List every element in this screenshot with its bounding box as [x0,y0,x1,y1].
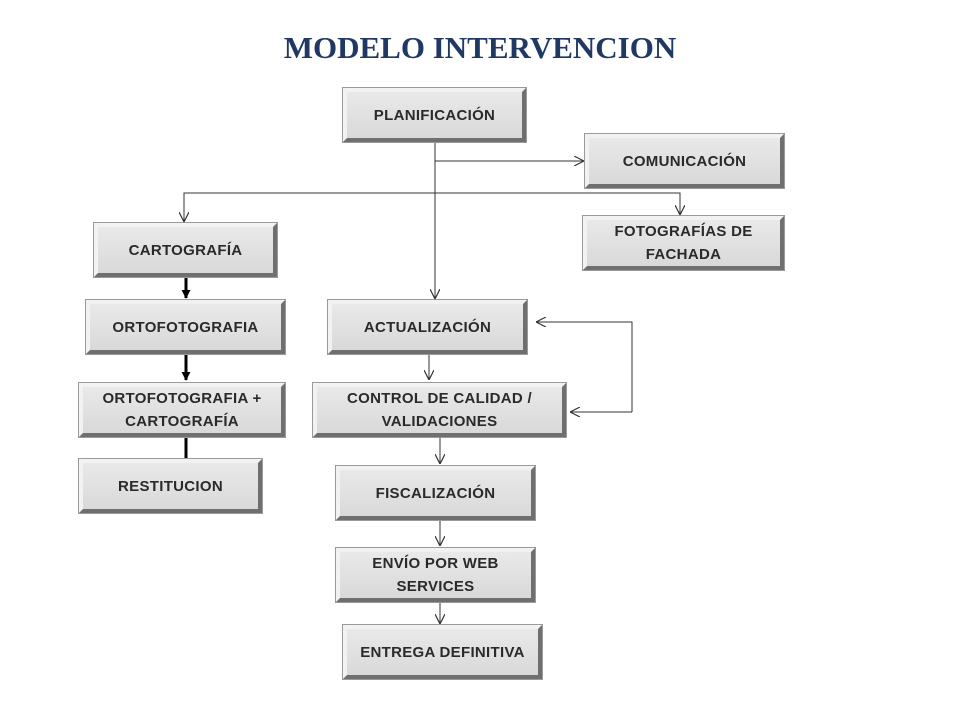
diagram-title: MODELO INTERVENCION [283,30,677,65]
node-label: ENTREGA DEFINITIVA [360,643,525,661]
node-label: PLANIFICACIÓN [373,106,496,124]
node-label: ORTOFOTOGRAFIA + CARTOGRAFÍA [102,390,262,430]
node-label: FISCALIZACIÓN [375,484,496,502]
node-label: ENVÍO POR WEB SERVICES [372,555,499,595]
node-label: CARTOGRAFÍA [128,241,243,259]
node-label: ACTUALIZACIÓN [363,318,492,336]
node-actualizacion: ACTUALIZACIÓN [327,299,528,355]
node-fiscalizacion: FISCALIZACIÓN [335,465,536,521]
node-entrega-definitiva: ENTREGA DEFINITIVA [342,624,543,680]
node-label: RESTITUCION [118,477,223,495]
node-cartografia: CARTOGRAFÍA [93,222,278,278]
node-control-calidad: CONTROL DE CALIDAD / VALIDACIONES [312,382,567,438]
connector-loop-to-actualizacion [537,322,633,412]
node-label: COMUNICACIÓN [622,152,747,170]
node-envio-web: ENVÍO POR WEB SERVICES [335,547,536,603]
node-label: CONTROL DE CALIDAD / VALIDACIONES [347,390,532,430]
node-comunicacion: COMUNICACIÓN [584,133,785,189]
node-ortofotografia: ORTOFOTOGRAFIA [85,299,286,355]
node-ortofotografia-cartografia: ORTOFOTOGRAFIA + CARTOGRAFÍA [78,382,286,438]
node-fotografias-fachada: FOTOGRAFÍAS DE FACHADA [582,215,785,271]
node-planificacion: PLANIFICACIÓN [342,87,527,143]
node-label: ORTOFOTOGRAFIA [112,318,259,336]
node-restitucion: RESTITUCION [78,458,263,514]
connector-branch-bar [183,192,680,218]
node-label: FOTOGRAFÍAS DE FACHADA [614,223,753,263]
